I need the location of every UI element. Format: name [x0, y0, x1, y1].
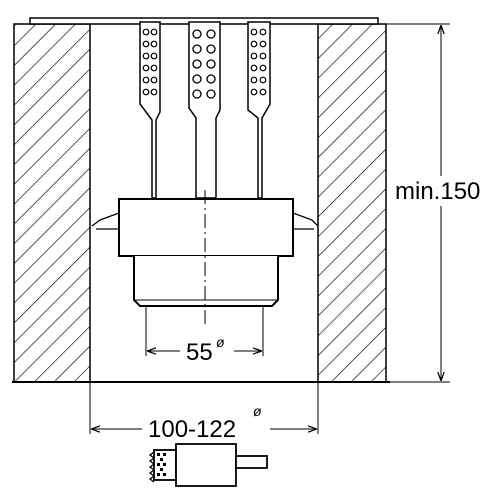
side-clips — [91, 212, 319, 230]
height-label: min.150 — [395, 178, 480, 205]
left-wall — [13, 23, 91, 383]
hole-saw-icon — [148, 443, 268, 487]
height-dimension: min.150 — [386, 23, 484, 383]
perforated-strip-left — [139, 21, 161, 199]
perforated-strip-center — [188, 21, 221, 199]
perforated-strip-right — [247, 21, 271, 199]
lamp-cup — [133, 256, 279, 307]
inner-diameter-dimension: 55 ø — [145, 306, 264, 366]
right-wall — [317, 23, 387, 383]
hole-diameter-label: 100-122 — [148, 416, 236, 443]
fixture-housing — [118, 198, 294, 257]
inner-diameter-symbol: ø — [216, 334, 225, 350]
hole-diameter-dimension: 100-122 ø — [89, 382, 319, 443]
inner-diameter-label: 55 — [186, 339, 213, 366]
hole-diameter-symbol: ø — [253, 403, 262, 419]
